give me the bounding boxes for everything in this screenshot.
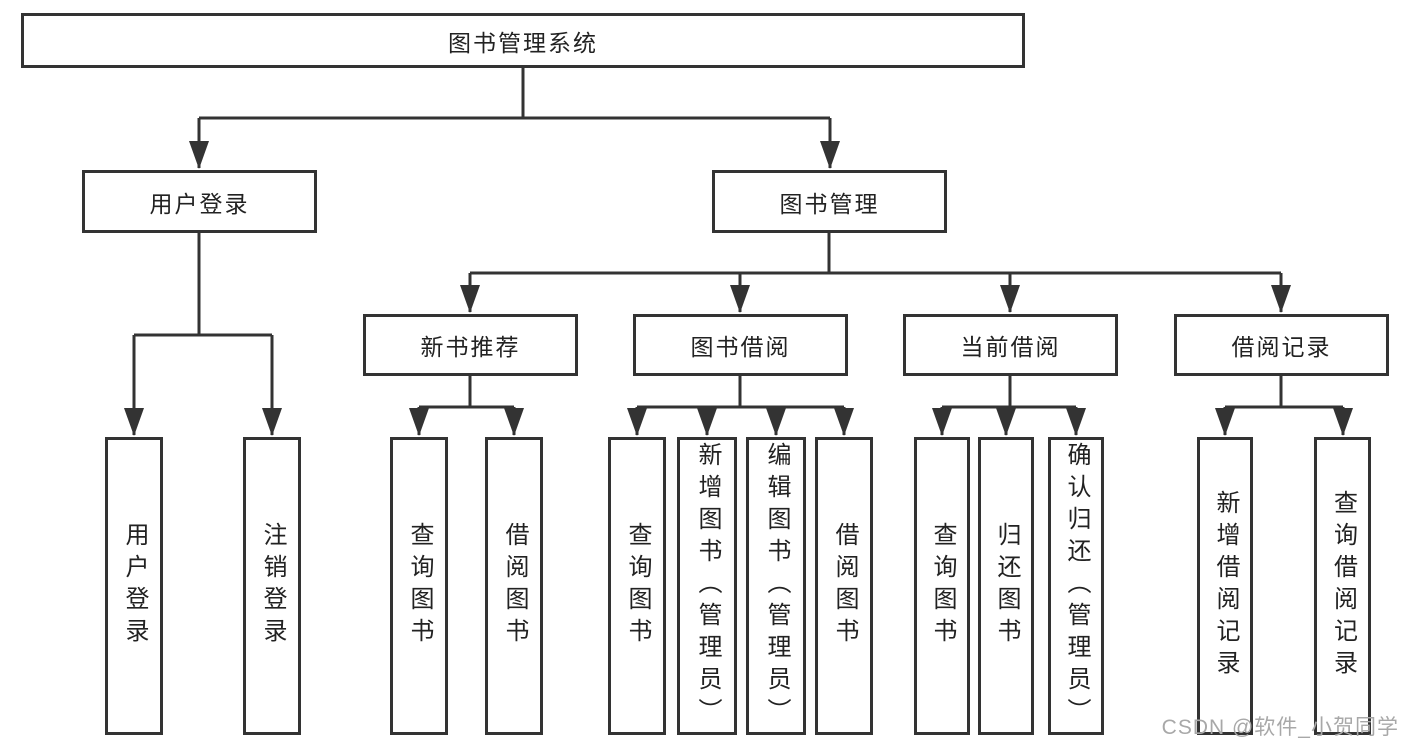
connector-borrow-records [1215, 376, 1353, 436]
node-current-borrow-label: 当前借阅 [960, 334, 1061, 360]
leaf-confirm-return-admin-label: 确认归还（管理员） [1063, 442, 1090, 730]
connector-book-borrow [627, 376, 854, 436]
node-book-management-label: 图书管理 [779, 190, 880, 217]
connector-root [189, 68, 840, 169]
leaf-add-borrow-record: 新增借阅记录 [1197, 437, 1253, 735]
node-borrow-records: 借阅记录 [1174, 314, 1389, 376]
leaf-query-books-borrow: 查询图书 [608, 437, 666, 735]
leaf-query-books-recommend: 查询图书 [390, 437, 448, 735]
leaf-add-book-admin: 新增图书（管理员） [677, 437, 737, 735]
leaf-user-login-label: 用户登录 [121, 522, 148, 650]
leaf-borrow-books: 借阅图书 [815, 437, 873, 735]
leaf-query-books-recommend-label: 查询图书 [406, 522, 433, 650]
node-current-borrow: 当前借阅 [903, 314, 1118, 376]
leaf-query-borrow-record-label: 查询借阅记录 [1329, 490, 1357, 682]
node-root-label: 图书管理系统 [448, 29, 598, 56]
leaf-query-books-current-label: 查询图书 [929, 522, 956, 650]
leaf-query-books-current: 查询图书 [914, 437, 970, 735]
node-book-borrow: 图书借阅 [633, 314, 848, 376]
node-new-book-recommend-label: 新书推荐 [420, 334, 521, 360]
connector-current-borrow [932, 376, 1086, 436]
node-new-book-recommend: 新书推荐 [363, 314, 578, 376]
leaf-borrow-books-label: 借阅图书 [831, 522, 858, 650]
leaf-logout: 注销登录 [243, 437, 301, 735]
leaf-confirm-return-admin: 确认归还（管理员） [1048, 437, 1104, 735]
leaf-user-login: 用户登录 [105, 437, 163, 735]
connector-book-management [460, 233, 1291, 313]
leaf-add-borrow-record-label: 新增借阅记录 [1212, 490, 1239, 682]
leaf-query-books-borrow-label: 查询图书 [624, 522, 651, 650]
connector-new-book-recommend [409, 376, 524, 436]
leaf-edit-book-admin-label: 编辑图书（管理员） [763, 442, 790, 730]
leaf-query-borrow-record: 查询借阅记录 [1314, 437, 1371, 735]
node-root: 图书管理系统 [21, 13, 1025, 68]
leaf-logout-label: 注销登录 [259, 522, 286, 650]
leaf-add-book-admin-label: 新增图书（管理员） [694, 442, 721, 730]
node-user-login-label: 用户登录 [149, 190, 250, 217]
leaf-return-book: 归还图书 [978, 437, 1034, 735]
node-book-borrow-label: 图书借阅 [690, 334, 791, 360]
leaf-edit-book-admin: 编辑图书（管理员） [746, 437, 806, 735]
leaf-borrow-books-recommend: 借阅图书 [485, 437, 543, 735]
leaf-return-book-label: 归还图书 [993, 522, 1020, 650]
node-user-login: 用户登录 [82, 170, 317, 233]
node-borrow-records-label: 借阅记录 [1231, 334, 1332, 360]
connector-user-login [124, 233, 282, 436]
node-book-management: 图书管理 [712, 170, 947, 233]
leaf-borrow-books-recommend-label: 借阅图书 [501, 522, 528, 650]
